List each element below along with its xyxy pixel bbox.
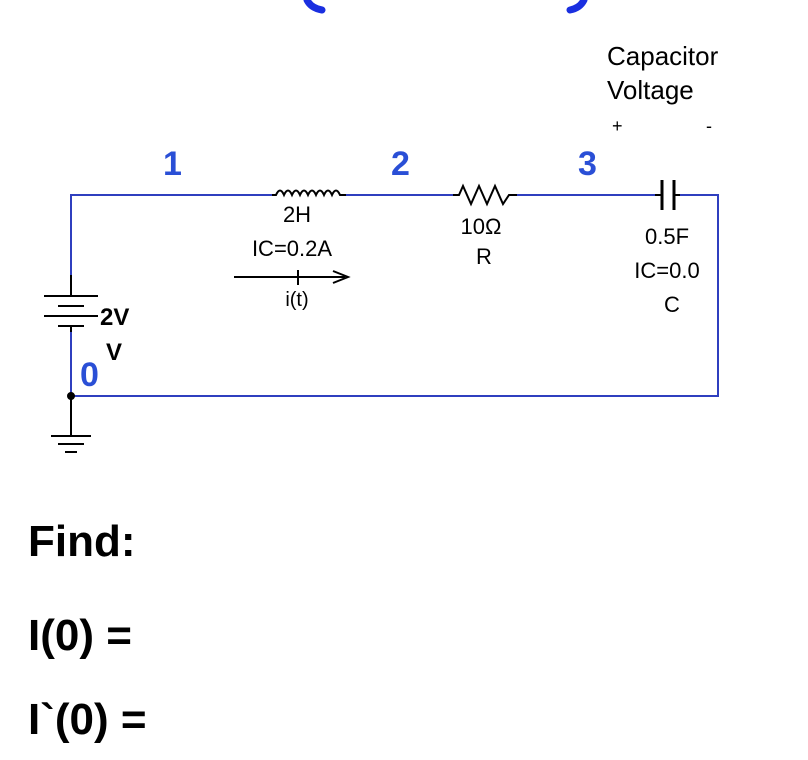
capacitor-ic: IC=0.0 <box>634 258 699 283</box>
wire-left-top <box>70 194 272 275</box>
wires <box>70 194 719 397</box>
find-heading: Find: <box>28 517 136 566</box>
node-label-3: 3 <box>578 145 597 183</box>
current-arrow <box>234 270 351 285</box>
battery-symbol <box>44 275 98 332</box>
top-left-arc <box>303 0 326 14</box>
question-i-prime-0: I`(0) = <box>28 695 147 744</box>
node-label-2: 2 <box>391 145 410 183</box>
node-label-1: 1 <box>163 145 182 183</box>
ground-symbol <box>51 392 91 453</box>
capacitor-symbol <box>655 180 680 210</box>
circuit-diagram: 1 2 3 0 2H IC=0.2A i(t) 10Ω R 0.5F IC=0.… <box>44 0 719 453</box>
inductor-symbol <box>272 189 346 198</box>
source-value: 2V <box>100 304 129 331</box>
capacitor-value: 0.5F <box>645 224 689 249</box>
source-unit: V <box>106 339 122 366</box>
node-label-0: 0 <box>80 356 99 394</box>
top-right-arc <box>566 0 588 14</box>
wire-right-bottom <box>71 194 719 397</box>
resistor-name: R <box>476 244 492 269</box>
current-label: i(t) <box>285 289 308 311</box>
voltage-label-line2: Voltage <box>607 75 694 105</box>
inductor-value: 2H <box>283 202 311 227</box>
voltage-minus: - <box>706 116 712 136</box>
voltage-plus: + <box>612 116 623 136</box>
resistor-symbol <box>453 183 517 207</box>
question-i0: I(0) = <box>28 611 132 660</box>
voltage-label-line1: Capacitor <box>607 41 719 71</box>
capacitor-name: C <box>664 292 680 317</box>
resistor-value: 10Ω <box>461 214 502 239</box>
inductor-ic: IC=0.2A <box>252 236 332 261</box>
